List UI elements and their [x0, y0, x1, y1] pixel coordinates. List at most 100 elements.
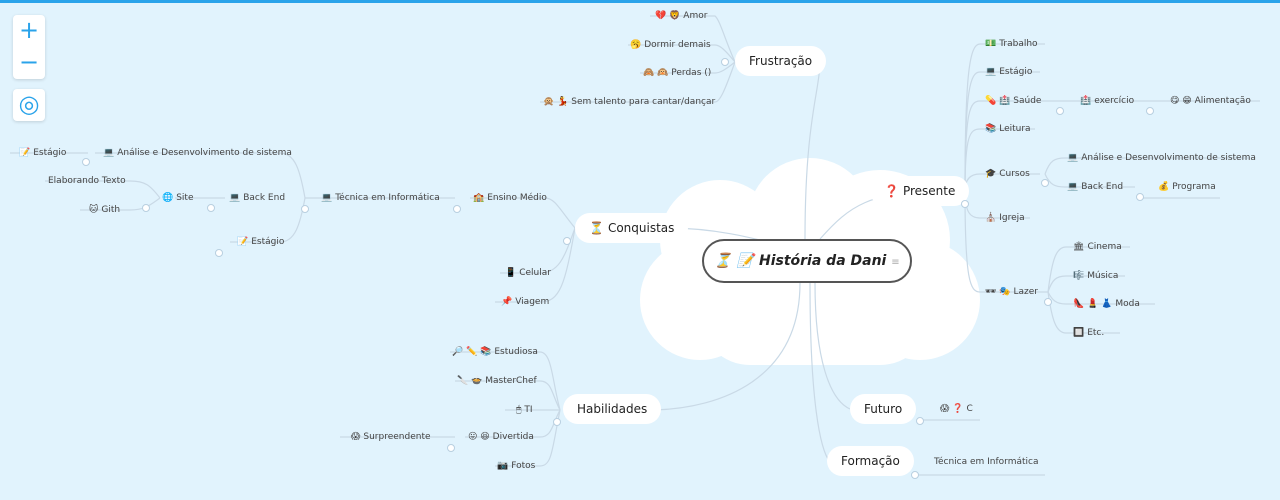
node-frustracao[interactable]: Frustração	[735, 46, 827, 76]
node-divertida[interactable]: 😛 😆Divertida	[468, 430, 534, 444]
node-ensino-medio[interactable]: 🏫Ensino Médio	[473, 191, 547, 205]
collapse-toggle[interactable]	[563, 237, 571, 245]
node-label: Saúde	[1013, 96, 1042, 106]
node-surpreendente[interactable]: 😱Surpreendente	[351, 430, 431, 444]
node-label: Lazer	[1013, 287, 1039, 297]
node-igreja[interactable]: ⛪Igreja	[985, 211, 1025, 225]
collapse-toggle[interactable]	[207, 204, 215, 212]
node-label: Ensino Médio	[487, 193, 547, 203]
collapse-toggle[interactable]	[82, 158, 90, 166]
node-fotos[interactable]: 📷Fotos	[497, 459, 535, 473]
collapse-toggle[interactable]	[553, 418, 561, 426]
node-conquistas[interactable]: ⏳Conquistas	[575, 213, 689, 243]
node-gith[interactable]: 🐱Gith	[89, 203, 120, 217]
node-formacao[interactable]: Formação	[827, 446, 914, 476]
node-label: Fotos	[511, 461, 536, 471]
collapse-toggle[interactable]	[1136, 193, 1144, 201]
collapse-toggle[interactable]	[1146, 107, 1154, 115]
node-label: Música	[1087, 271, 1119, 281]
node-sem-talento[interactable]: 🙊 💃Sem talento para cantar/dançar	[543, 95, 715, 109]
node-masterchef[interactable]: 🔪 🍲MasterChef	[457, 374, 537, 388]
node-cursos[interactable]: 🎓Cursos	[985, 167, 1030, 181]
fashion-icon: 👠 💄 👗	[1073, 299, 1113, 309]
node-exercicio[interactable]: 🏥exercício	[1080, 94, 1134, 108]
node-moda[interactable]: 👠 💄 👗Moda	[1073, 297, 1140, 311]
node-presente[interactable]: ❓Presente	[870, 176, 970, 206]
node-musica[interactable]: 🎼Música	[1073, 269, 1118, 283]
node-label: Programa	[1172, 182, 1216, 192]
hospital-icon: 🏥	[1080, 96, 1092, 106]
node-analise-desenvolvimento[interactable]: 💻Análise e Desenvolvimento de sistema	[103, 146, 292, 160]
node-etc[interactable]: 🔲Etc.	[1073, 326, 1104, 340]
node-label: Moda	[1115, 299, 1140, 309]
node-trabalho[interactable]: 💵Trabalho	[985, 37, 1038, 51]
collapse-toggle[interactable]	[301, 205, 309, 213]
node-dormir-demais[interactable]: 🥱Dormir demais	[630, 38, 711, 52]
node-label: Alimentação	[1194, 96, 1251, 106]
node-analise-presente[interactable]: 💻Análise e Desenvolvimento de sistema	[1067, 151, 1256, 165]
yawn-icon: 🥱	[630, 40, 642, 50]
collapse-toggle[interactable]	[1041, 179, 1049, 187]
collapse-toggle[interactable]	[447, 444, 455, 452]
node-back-end-presente[interactable]: 💻Back End	[1067, 180, 1123, 194]
node-estagio-2[interactable]: 📝Estágio	[237, 235, 284, 249]
node-perdas[interactable]: 🙈 🙉Perdas ()	[643, 66, 711, 80]
node-alimentacao[interactable]: 😋 😁Alimentação	[1170, 94, 1251, 108]
node-estudiosa[interactable]: 🔎 ✏️ 📚Estudiosa	[452, 345, 538, 359]
root-node-historia-da-dani[interactable]: ⏳ 📝 História da Dani ≡	[702, 239, 912, 283]
node-estagio[interactable]: 📝Estágio	[19, 146, 66, 160]
node-label: Frustração	[749, 54, 813, 68]
node-ti[interactable]: 🖱TI	[516, 403, 533, 417]
collapse-toggle[interactable]	[961, 200, 969, 208]
music-score-icon: 🎼	[1073, 271, 1085, 281]
node-habilidades[interactable]: Habilidades	[563, 394, 662, 424]
node-site[interactable]: 🌐Site	[162, 191, 194, 205]
node-back-end[interactable]: 💻Back End	[229, 191, 285, 205]
globe-icon: 🌐	[162, 193, 174, 203]
collapse-toggle[interactable]	[911, 471, 919, 479]
knife-pot-icon: 🔪 🍲	[457, 376, 483, 386]
zoom-controls: + −	[13, 15, 45, 79]
root-icons: ⏳ 📝	[714, 253, 755, 269]
zoom-in-button[interactable]: +	[18, 16, 40, 44]
node-celular[interactable]: 📱Celular	[505, 266, 551, 280]
node-leitura[interactable]: 📚Leitura	[985, 122, 1031, 136]
node-cinema[interactable]: 🏛Cinema	[1073, 240, 1122, 254]
locate-center-button[interactable]: ◎	[13, 89, 45, 121]
node-amor[interactable]: 💔 🦁Amor	[655, 9, 707, 23]
glasses-theater-icon: 🕶 🎭	[985, 287, 1011, 297]
node-label: Etc.	[1087, 328, 1105, 338]
collapse-toggle[interactable]	[142, 204, 150, 212]
node-viagem[interactable]: 📌Viagem	[501, 295, 549, 309]
node-elaborando-texto[interactable]: Elaborando Texto	[48, 174, 126, 188]
theater-icon: 🏛	[1073, 242, 1085, 252]
node-label: Gith	[101, 205, 121, 215]
collapse-toggle[interactable]	[1044, 298, 1052, 306]
node-label: Surpreendente	[363, 432, 431, 442]
node-estagio-presente[interactable]: 💻Estágio	[985, 65, 1032, 79]
study-icons: 🔎 ✏️ 📚	[452, 347, 492, 357]
collapse-toggle[interactable]	[453, 205, 461, 213]
node-futuro[interactable]: Futuro	[850, 394, 917, 424]
zoom-out-button[interactable]: −	[18, 48, 40, 76]
node-futuro-c[interactable]: 😱 ❓C	[940, 402, 973, 416]
node-label: MasterChef	[485, 376, 537, 386]
node-saude[interactable]: 💊 🏥Saúde	[985, 94, 1041, 108]
school-icon: 🏫	[473, 193, 485, 203]
collapse-toggle[interactable]	[1056, 107, 1064, 115]
node-lazer[interactable]: 🕶 🎭Lazer	[985, 285, 1038, 299]
node-label: Leitura	[999, 124, 1031, 134]
collapse-toggle[interactable]	[721, 58, 729, 66]
question-icon: ❓	[884, 184, 899, 198]
node-tecnica-informatica[interactable]: 💻Técnica em Informática	[321, 191, 440, 205]
camera-icon: 📷	[497, 461, 509, 471]
target-icon: ◎	[18, 90, 40, 118]
node-programa[interactable]: 💰Programa	[1158, 180, 1216, 194]
node-formacao-tecnica[interactable]: Técnica em Informática	[934, 455, 1039, 469]
note-icon[interactable]: ≡	[891, 257, 900, 268]
node-label: Divertida	[492, 432, 534, 442]
collapse-toggle[interactable]	[916, 417, 924, 425]
node-label: Habilidades	[577, 402, 648, 416]
node-label: Trabalho	[999, 39, 1038, 49]
collapse-toggle[interactable]	[215, 249, 223, 257]
